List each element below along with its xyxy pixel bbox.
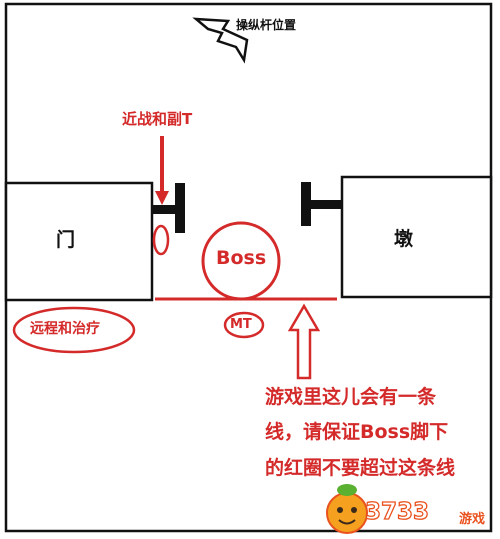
mt-position-marker	[223, 311, 265, 339]
logo-number: 3733	[364, 498, 430, 525]
melee-position-marker	[152, 224, 170, 256]
melee-offtank-label: 近战和副T	[122, 110, 193, 128]
ranged-healer-label: 远程和治疗	[30, 321, 100, 337]
pier-label: 墩	[394, 228, 414, 250]
melee-arrow	[155, 136, 169, 205]
ranged-position-marker	[12, 306, 136, 354]
left-lever	[153, 183, 185, 233]
boss-label: Boss	[216, 247, 267, 269]
lever-position-label: 操纵杆位置	[236, 18, 297, 32]
door-block	[4, 181, 154, 302]
logo-suffix: 游戏	[459, 512, 486, 527]
lightning-icon	[192, 17, 249, 64]
pier-block	[340, 175, 493, 299]
note-line: 线，请保证Boss脚下	[265, 421, 449, 443]
logo-mascot	[326, 484, 368, 534]
note-line: 的红圈不要超过这条线	[265, 457, 456, 479]
door-label: 门	[56, 229, 76, 251]
right-lever	[301, 182, 342, 226]
note-line: 游戏里这儿会有一条	[265, 386, 437, 408]
up-arrow	[287, 303, 321, 380]
mt-label: MT	[230, 317, 252, 332]
